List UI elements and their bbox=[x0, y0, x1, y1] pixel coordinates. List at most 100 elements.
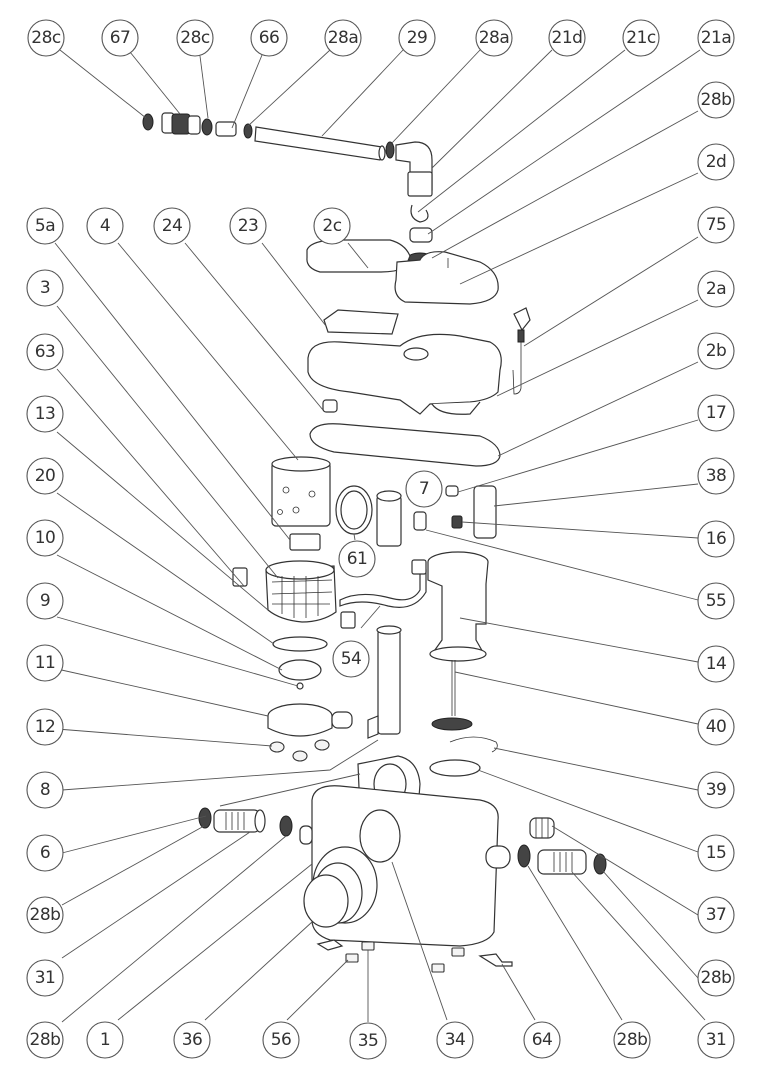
callout-64: 64 bbox=[523, 1021, 561, 1059]
svg-text:13: 13 bbox=[35, 404, 56, 424]
discharge-pipe-assembly bbox=[142, 112, 433, 264]
leader-24 bbox=[184, 242, 324, 411]
leader-28b-r2 bbox=[527, 865, 623, 1021]
svg-text:1: 1 bbox=[100, 1030, 110, 1050]
leader-2a bbox=[496, 299, 699, 397]
svg-text:66: 66 bbox=[259, 28, 280, 48]
callout-7: 7 bbox=[405, 470, 443, 508]
callout-54: 54 bbox=[332, 640, 370, 678]
leader-14 bbox=[459, 617, 699, 663]
svg-text:16: 16 bbox=[706, 529, 727, 549]
callout-28b: 28b bbox=[26, 896, 64, 934]
leader-15 bbox=[477, 769, 699, 853]
leader-31-l bbox=[61, 831, 251, 959]
leader-28a-a bbox=[247, 49, 331, 127]
callout-24: 24 bbox=[153, 207, 191, 245]
callout-29: 29 bbox=[398, 19, 436, 57]
svg-text:3: 3 bbox=[40, 278, 50, 298]
leader-37 bbox=[551, 825, 699, 916]
callout-17: 17 bbox=[697, 394, 735, 432]
svg-text:67: 67 bbox=[110, 28, 131, 48]
callout-56: 56 bbox=[262, 1021, 300, 1059]
svg-text:75: 75 bbox=[706, 215, 727, 235]
svg-text:15: 15 bbox=[706, 843, 727, 863]
inner-cover-23 bbox=[323, 309, 399, 335]
callout-39: 39 bbox=[697, 771, 735, 809]
svg-text:28c: 28c bbox=[31, 28, 61, 48]
svg-text:11: 11 bbox=[35, 653, 56, 673]
callout-2a: 2a bbox=[697, 270, 735, 308]
right-inlet-coupling bbox=[517, 817, 607, 875]
left-inlet-coupling bbox=[198, 807, 293, 837]
callout-55: 55 bbox=[697, 582, 735, 620]
svg-text:56: 56 bbox=[271, 1030, 292, 1050]
callout-10: 10 bbox=[26, 519, 64, 557]
callout-28c: 28c bbox=[176, 19, 214, 57]
leader-12 bbox=[56, 728, 273, 747]
hose-and-tube bbox=[339, 559, 427, 739]
svg-text:17: 17 bbox=[706, 403, 727, 423]
svg-text:28a: 28a bbox=[328, 28, 359, 48]
svg-text:28c: 28c bbox=[180, 28, 210, 48]
parts-drawing bbox=[142, 112, 607, 973]
leader-21d bbox=[431, 49, 553, 169]
leader-2d bbox=[459, 172, 699, 285]
gasket-2b bbox=[309, 423, 501, 467]
callout-28a: 28a bbox=[324, 19, 362, 57]
svg-text:20: 20 bbox=[35, 466, 56, 486]
svg-text:28a: 28a bbox=[479, 28, 510, 48]
leader-28c-a bbox=[59, 49, 147, 119]
part-24 bbox=[322, 399, 338, 413]
leader-2c bbox=[347, 242, 369, 269]
leader-23 bbox=[261, 242, 327, 327]
leader-28b-l1 bbox=[61, 825, 205, 906]
callout-34: 34 bbox=[436, 1021, 474, 1059]
callout-67: 67 bbox=[101, 19, 139, 57]
leader-6-b bbox=[219, 773, 361, 807]
pump-base bbox=[267, 703, 353, 762]
svg-text:4: 4 bbox=[100, 216, 110, 236]
callout-13: 13 bbox=[26, 395, 64, 433]
callout-66: 66 bbox=[250, 19, 288, 57]
leader-63 bbox=[56, 368, 245, 587]
callout-75: 75 bbox=[697, 206, 735, 244]
leader-5a bbox=[54, 242, 291, 541]
callout-28c: 28c bbox=[27, 19, 65, 57]
leader-54 bbox=[360, 605, 381, 629]
svg-text:63: 63 bbox=[35, 342, 56, 362]
leader-39 bbox=[493, 747, 699, 791]
callout-8: 8 bbox=[26, 771, 64, 809]
leader-55 bbox=[425, 529, 699, 601]
callout-1: 1 bbox=[86, 1021, 124, 1059]
leader-64 bbox=[501, 963, 536, 1021]
leader-11 bbox=[56, 668, 269, 717]
callout-31: 31 bbox=[697, 1021, 735, 1059]
callout-28b: 28b bbox=[26, 1021, 64, 1059]
svg-text:10: 10 bbox=[35, 528, 56, 548]
callout-23: 23 bbox=[229, 207, 267, 245]
svg-text:7: 7 bbox=[419, 479, 429, 499]
svg-text:39: 39 bbox=[706, 780, 727, 800]
shaft-blade bbox=[431, 660, 473, 731]
leader-67 bbox=[129, 51, 181, 115]
leader-56 bbox=[286, 959, 349, 1021]
callout-12: 12 bbox=[26, 708, 64, 746]
leader-21c bbox=[417, 49, 626, 213]
svg-text:34: 34 bbox=[445, 1030, 466, 1050]
power-cord bbox=[512, 307, 531, 395]
callout-35: 35 bbox=[349, 1022, 387, 1060]
main-tank bbox=[299, 755, 511, 947]
callout-31: 31 bbox=[26, 959, 64, 997]
callout-37: 37 bbox=[697, 896, 735, 934]
leader-8 bbox=[61, 739, 379, 791]
svg-text:21a: 21a bbox=[701, 28, 732, 48]
leader-31-r bbox=[571, 871, 706, 1021]
svg-text:55: 55 bbox=[706, 591, 727, 611]
svg-text:36: 36 bbox=[182, 1030, 203, 1050]
callout-21c: 21c bbox=[622, 19, 660, 57]
leader-28a-b bbox=[391, 49, 481, 144]
callouts: 28c 67 28c 66 28a 29 28a 21d 21c 21a 28b… bbox=[26, 19, 735, 1060]
callout-20: 20 bbox=[26, 457, 64, 495]
leader-75 bbox=[523, 236, 699, 347]
